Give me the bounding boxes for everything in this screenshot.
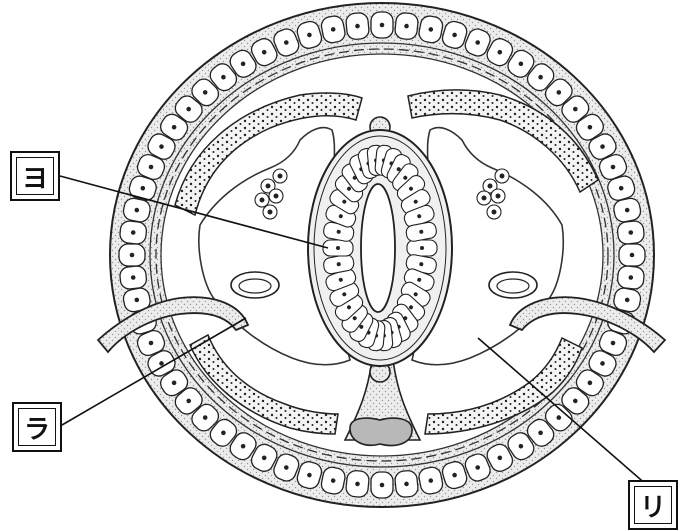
epidermis-cell — [119, 220, 147, 244]
cluster-cell — [491, 189, 505, 203]
label-box-ra: ラ — [12, 402, 62, 452]
epidermis-cell — [394, 12, 418, 40]
epidermis-cell — [371, 12, 393, 38]
cluster-cell — [477, 191, 491, 205]
cluster-cell — [495, 169, 509, 183]
cluster-cell — [269, 189, 283, 203]
label-yo-text: ヨ — [12, 153, 58, 199]
cluster-cell — [263, 205, 277, 219]
nephrostome-left — [231, 272, 279, 298]
epidermis-cell — [394, 470, 418, 498]
label-box-yo: ヨ — [10, 151, 60, 201]
label-box-ri: リ — [628, 480, 678, 530]
cluster-cell — [273, 169, 287, 183]
notochord — [350, 418, 412, 445]
label-ra-text: ラ — [14, 404, 60, 450]
label-ri-text: リ — [630, 482, 676, 528]
cluster-cell — [255, 193, 269, 207]
epidermis-cell — [617, 265, 645, 289]
cluster-cell — [487, 205, 501, 219]
epidermis-cell — [371, 472, 393, 498]
neural-tube — [308, 130, 452, 366]
epidermis-cell — [345, 12, 369, 40]
epidermis-cell — [119, 265, 147, 289]
epidermis-cell — [619, 244, 645, 266]
tube-cell — [407, 240, 437, 256]
epidermis-cell — [119, 244, 145, 266]
epidermis-cell — [345, 470, 369, 498]
epidermis-cell — [617, 220, 645, 244]
nephrostome-right — [489, 272, 537, 298]
